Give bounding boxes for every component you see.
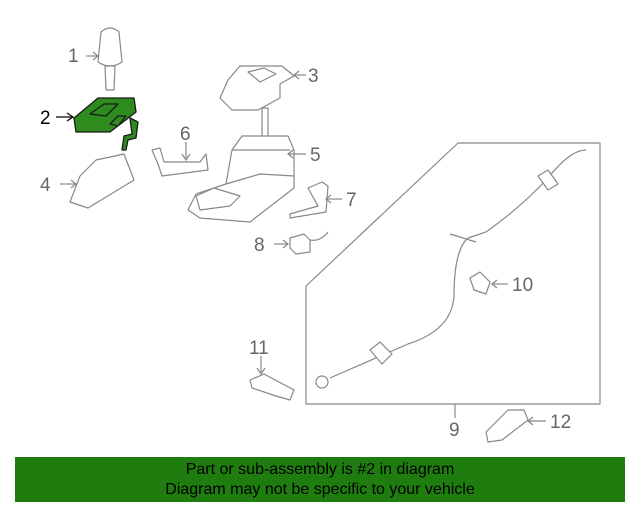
part-11-plate[interactable] (249, 356, 295, 401)
callout-11: 11 (249, 338, 269, 359)
callout-7: 7 (346, 190, 357, 211)
callout-8: 8 (254, 235, 265, 256)
part-9-shift-cable[interactable] (305, 142, 601, 418)
part-12-cable-bracket[interactable] (485, 409, 546, 443)
diagram-notice-banner: Part or sub-assembly is #2 in diagram Di… (15, 457, 625, 502)
part-2-indicator-panel[interactable] (56, 97, 139, 151)
callout-10: 10 (512, 275, 533, 296)
callout-1: 1 (68, 46, 79, 67)
part-7-lever-bracket[interactable] (289, 181, 342, 219)
callout-3: 3 (308, 66, 319, 87)
part-10-clip[interactable] (469, 271, 508, 295)
part-5-shifter-assembly[interactable] (187, 107, 306, 223)
part-3-cover[interactable] (219, 65, 306, 111)
part-4-trim-panel[interactable] (60, 153, 135, 209)
callout-4: 4 (40, 175, 51, 196)
parts-diagram: 1 2 3 4 5 6 (40, 27, 601, 443)
part-8-sensor[interactable] (274, 231, 329, 255)
callout-5: 5 (310, 145, 321, 166)
banner-line-part-number: Part or sub-assembly is #2 in diagram (185, 461, 455, 478)
callout-2: 2 (40, 108, 51, 129)
callout-6: 6 (180, 124, 191, 145)
part-6-bracket[interactable] (151, 142, 209, 177)
callout-12: 12 (550, 412, 571, 433)
callout-9: 9 (449, 420, 460, 441)
banner-line-disclaimer: Diagram may not be specific to your vehi… (165, 481, 475, 498)
part-1-shift-knob[interactable] (86, 27, 123, 91)
